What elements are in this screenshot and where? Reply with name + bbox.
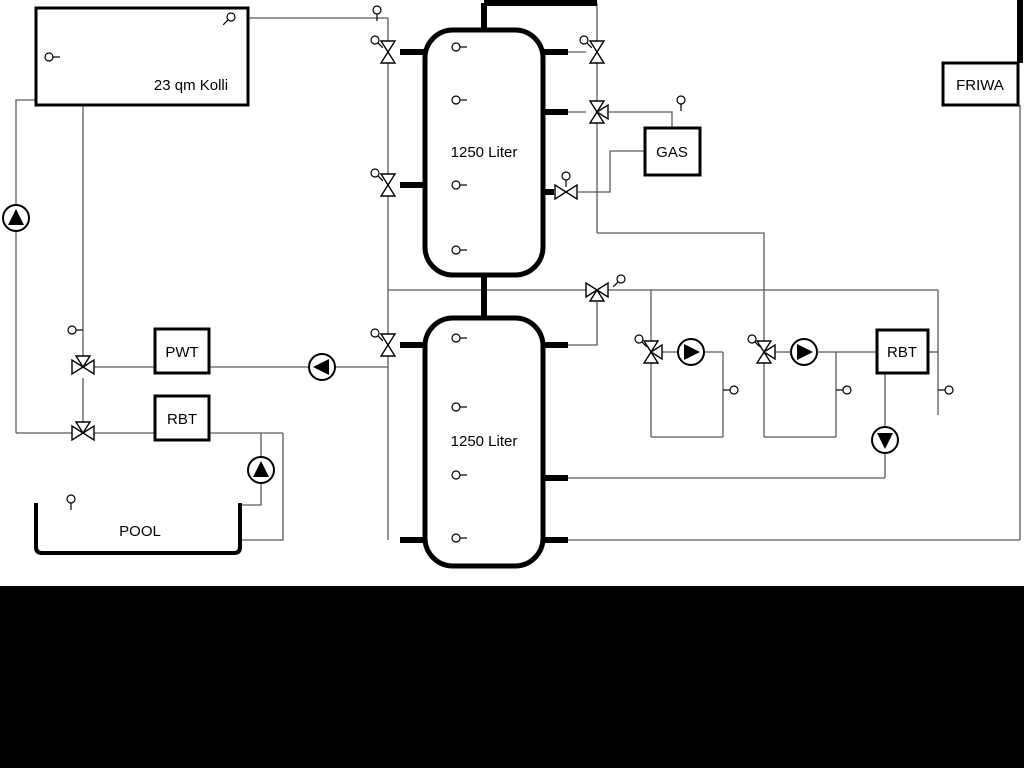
pump-icon <box>790 338 818 366</box>
pwt-label: PWT <box>165 344 198 361</box>
pipe <box>240 433 284 541</box>
pipe <box>609 111 673 128</box>
gas-label: GAS <box>656 144 688 161</box>
pump-icon <box>871 426 899 454</box>
gas-boiler-box <box>643 126 702 177</box>
rbt-left-box <box>153 394 211 442</box>
rbt-left-label: RBT <box>167 411 197 428</box>
pipe <box>240 483 262 506</box>
pipe <box>578 150 645 193</box>
tank-bottom-label: 1250 Liter <box>451 433 518 450</box>
pump-icon <box>2 204 30 232</box>
buffer-tank-bottom <box>422 315 546 569</box>
pwt-box <box>153 327 211 375</box>
pump-icon <box>308 353 336 381</box>
rbt-right-label: RBT <box>887 344 917 361</box>
pipe <box>597 232 765 341</box>
pipe <box>15 99 36 205</box>
pump-icon <box>247 456 275 484</box>
buffer-tank-top <box>422 27 546 278</box>
tank-top-label: 1250 Liter <box>451 144 518 161</box>
pool-shape <box>34 503 242 555</box>
letterbox-bar <box>0 586 1024 768</box>
solar-collector-box <box>34 6 250 107</box>
rbt-right-box <box>875 328 930 375</box>
collector-label: 23 qm Kolli <box>154 77 228 94</box>
pump-icon <box>677 338 705 366</box>
pool-label: POOL <box>119 523 161 540</box>
friwa-box <box>941 61 1020 107</box>
pipe <box>568 302 598 346</box>
friwa-label: FRIWA <box>956 77 1004 94</box>
pipe-network <box>15 3 1021 541</box>
